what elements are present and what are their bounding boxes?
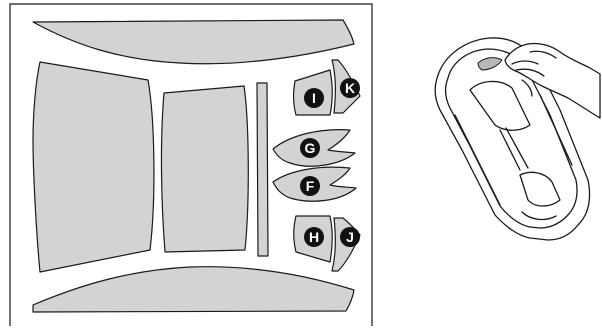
sticker-pillar-strip: [256, 82, 269, 257]
sticker-sheet-border: [9, 3, 373, 326]
label-marker-g: G: [300, 138, 320, 158]
car-rear-detail: [521, 211, 557, 221]
car-rear-window-line: [519, 171, 561, 207]
label-marker-h: H: [304, 227, 324, 247]
label-marker-f: F: [300, 176, 320, 196]
label-marker-g-text: G: [305, 140, 316, 156]
car-windshield-line: [469, 80, 531, 131]
applied-sticker-shape: [477, 57, 503, 71]
label-marker-j-text: J: [346, 229, 354, 245]
sticker-windshield-panel: [160, 85, 249, 253]
sticker-side-panel: [32, 61, 155, 273]
label-marker-k-text: K: [345, 80, 355, 96]
hand-thumb-line: [521, 79, 533, 97]
sticker-roof-strip: [32, 19, 355, 65]
hand-finger-lines: [511, 50, 557, 77]
car-side-crease: [454, 94, 573, 206]
sticker-hood-strip: [32, 266, 355, 313]
label-marker-k: K: [340, 78, 360, 98]
label-marker-f-text: F: [306, 178, 315, 194]
hand-illustration: [504, 42, 601, 119]
car-side-window-line: [499, 127, 529, 171]
label-marker-i: I: [304, 88, 324, 108]
label-marker-h-text: H: [309, 229, 319, 245]
car-application-illustration: [434, 37, 601, 241]
label-marker-i-text: I: [312, 90, 316, 106]
label-marker-j: J: [340, 227, 360, 247]
